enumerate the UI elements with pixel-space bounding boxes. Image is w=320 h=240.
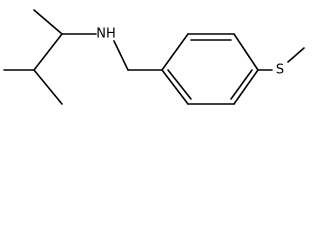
ring-bond-1 bbox=[161, 33, 189, 71]
benzene-ring bbox=[161, 33, 259, 105]
bond-ch-lower-to-ch3-bottom bbox=[33, 69, 63, 105]
ring-bond-3 bbox=[233, 33, 259, 71]
atom-label-s: S bbox=[276, 63, 284, 78]
atom-label-nh: NH bbox=[96, 27, 116, 42]
ring-double-bond-left bbox=[167, 69, 192, 100]
ring-double-bond-right bbox=[230, 69, 253, 100]
bond-ch3-top-to-ch bbox=[33, 9, 63, 35]
ring-bond-4 bbox=[233, 69, 259, 105]
bond-s-to-ch3 bbox=[287, 47, 305, 63]
ring-bond-6 bbox=[161, 69, 189, 105]
bond-ch-to-ch-lower bbox=[33, 33, 63, 71]
chemical-structure-diagram: NH S bbox=[3, 9, 305, 105]
bond-n-to-ch2 bbox=[113, 40, 129, 71]
